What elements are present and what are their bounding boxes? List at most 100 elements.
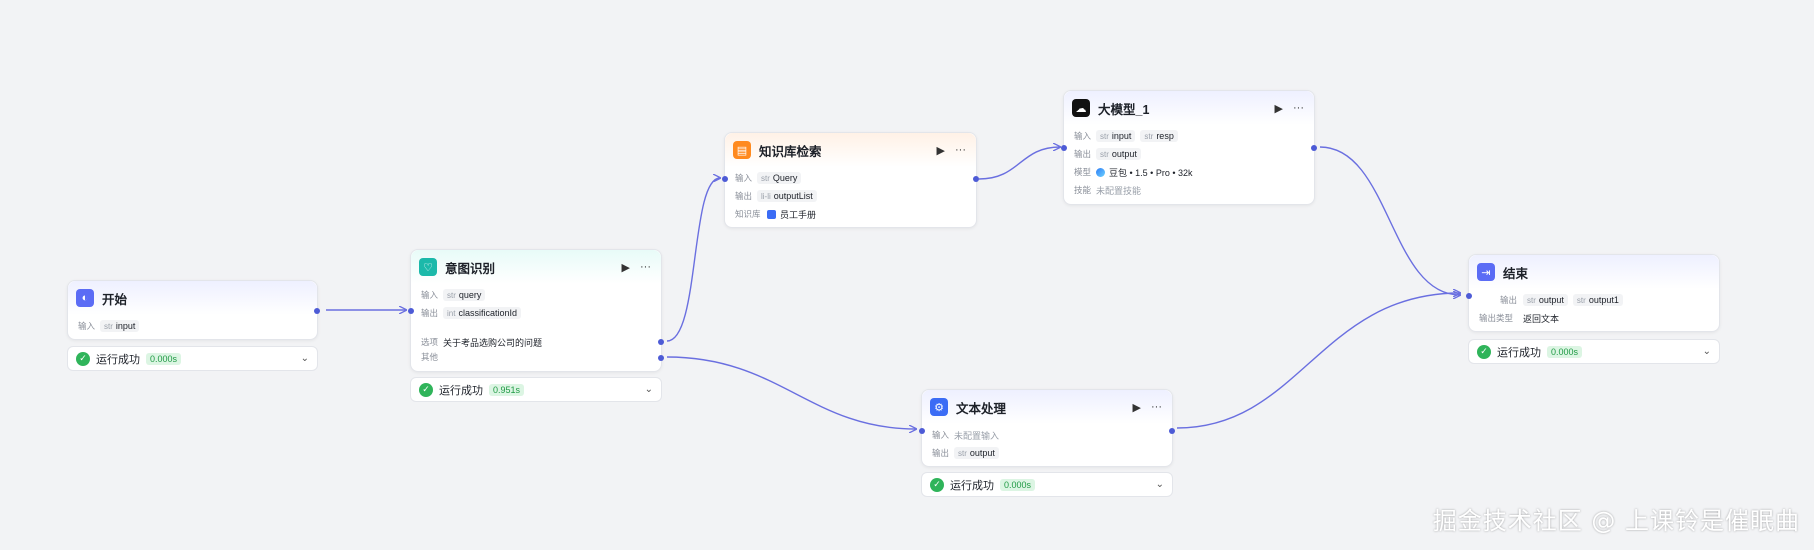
var-type: str <box>958 448 967 458</box>
other-port[interactable] <box>658 355 664 361</box>
status-text: 运行成功 <box>96 353 140 366</box>
output-label: 输出 <box>1499 295 1517 305</box>
check-circle-icon: ✓ <box>76 351 90 366</box>
end-icon: ⇥ <box>1477 263 1495 281</box>
var-name: output1 <box>1588 295 1619 305</box>
node-text-header[interactable]: ⚙ 文本处理 ▶ ··· <box>922 390 1172 424</box>
node-llm-header[interactable]: ☁ 大模型_1 ▶ ··· <box>1064 91 1314 125</box>
chevron-down-icon[interactable]: ⌄ <box>1155 479 1164 490</box>
play-icon[interactable]: ▶ <box>936 144 945 157</box>
doubao-icon <box>1096 167 1105 177</box>
input-port[interactable] <box>1061 145 1067 151</box>
more-icon[interactable]: ··· <box>955 144 966 156</box>
status-text: 运行成功 <box>439 384 483 397</box>
var-type: str <box>1527 295 1536 305</box>
node-start-header[interactable]: ◐ 开始 <box>68 281 317 315</box>
intent-icon: ♡ <box>419 258 437 276</box>
input-port[interactable] <box>722 176 728 182</box>
status-intent[interactable]: ✓ 运行成功 0.951s ⌄ <box>410 377 662 402</box>
output-port[interactable] <box>973 176 979 182</box>
var-type: str <box>1100 149 1109 159</box>
more-icon[interactable]: ··· <box>640 261 651 273</box>
edge-intent-kb <box>666 178 720 342</box>
status-text: 运行成功 <box>1497 346 1541 359</box>
play-icon[interactable]: ▶ <box>1132 401 1141 414</box>
chevron-down-icon[interactable]: ⌄ <box>1702 346 1711 357</box>
check-circle-icon: ✓ <box>930 477 944 492</box>
input-label: 输入 <box>421 290 439 300</box>
input-port[interactable] <box>919 428 925 434</box>
var-name: Query <box>772 173 798 183</box>
more-icon[interactable]: ··· <box>1151 401 1162 413</box>
option-port[interactable] <box>658 339 664 345</box>
status-end[interactable]: ✓ 运行成功 0.000s ⌄ <box>1468 339 1720 364</box>
run-time-badge: 0.000s <box>146 352 182 365</box>
output-port[interactable] <box>1311 145 1317 151</box>
other-row: 其他 <box>421 350 651 364</box>
edge-text-end <box>1176 293 1460 429</box>
var-name: classificationId <box>458 308 517 318</box>
node-kb-header[interactable]: ▤ 知识库检索 ▶ ··· <box>725 133 976 167</box>
chevron-down-icon[interactable]: ⌄ <box>300 353 309 364</box>
var-type: li-li <box>761 191 771 201</box>
var-type: str <box>1144 131 1154 141</box>
kb-label: 知识库 <box>735 209 761 219</box>
input-port[interactable] <box>1466 293 1472 299</box>
node-title: 文本处理 <box>956 401 1007 416</box>
output-type-row: 输出类型 返回文本 <box>1479 309 1709 327</box>
input-value: 未配置输入 <box>954 430 1000 441</box>
model-label: 模型 <box>1074 167 1092 177</box>
node-title: 知识库检索 <box>759 144 822 159</box>
input-port[interactable] <box>408 308 414 314</box>
output-label: 输出 <box>1074 149 1092 159</box>
skill-label: 技能 <box>1074 185 1092 195</box>
node-end-header[interactable]: ⇥ 结束 <box>1469 255 1719 289</box>
input-label: 输入 <box>1074 131 1092 141</box>
more-icon[interactable]: ··· <box>1293 102 1304 114</box>
kb-row: 知识库 员工手册 <box>735 205 966 223</box>
other-label: 其他 <box>421 352 439 362</box>
node-intent-header[interactable]: ♡ 意图识别 ▶ ··· <box>411 250 661 284</box>
output-port[interactable] <box>1169 428 1175 434</box>
kb-value: 员工手册 <box>780 209 817 220</box>
start-icon: ◐ <box>76 289 94 307</box>
var-type: str <box>447 290 456 300</box>
status-start[interactable]: ✓ 运行成功 0.000s ⌄ <box>67 346 318 371</box>
document-icon <box>767 209 776 219</box>
output-type-label: 输出类型 <box>1479 313 1514 323</box>
var-name: output <box>1538 295 1564 305</box>
input-label: 输入 <box>932 430 950 440</box>
var-type: str <box>1100 131 1109 141</box>
var-type: int <box>447 308 456 318</box>
option-value: 关于考品选购公司的问题 <box>443 337 543 348</box>
play-icon[interactable]: ▶ <box>621 261 630 274</box>
output-label: 输出 <box>735 191 753 201</box>
skill-row: 技能 未配置技能 <box>1074 181 1304 199</box>
var-name: output <box>969 448 995 458</box>
status-text-processing[interactable]: ✓ 运行成功 0.000s ⌄ <box>921 472 1173 497</box>
text-process-icon: ⚙ <box>930 398 948 416</box>
node-title: 意图识别 <box>445 261 496 276</box>
var-name: input <box>1111 131 1132 141</box>
play-icon[interactable]: ▶ <box>1274 102 1283 115</box>
output-port[interactable] <box>314 308 320 314</box>
chevron-down-icon[interactable]: ⌄ <box>644 384 653 395</box>
edge-kb-llm <box>978 147 1060 180</box>
